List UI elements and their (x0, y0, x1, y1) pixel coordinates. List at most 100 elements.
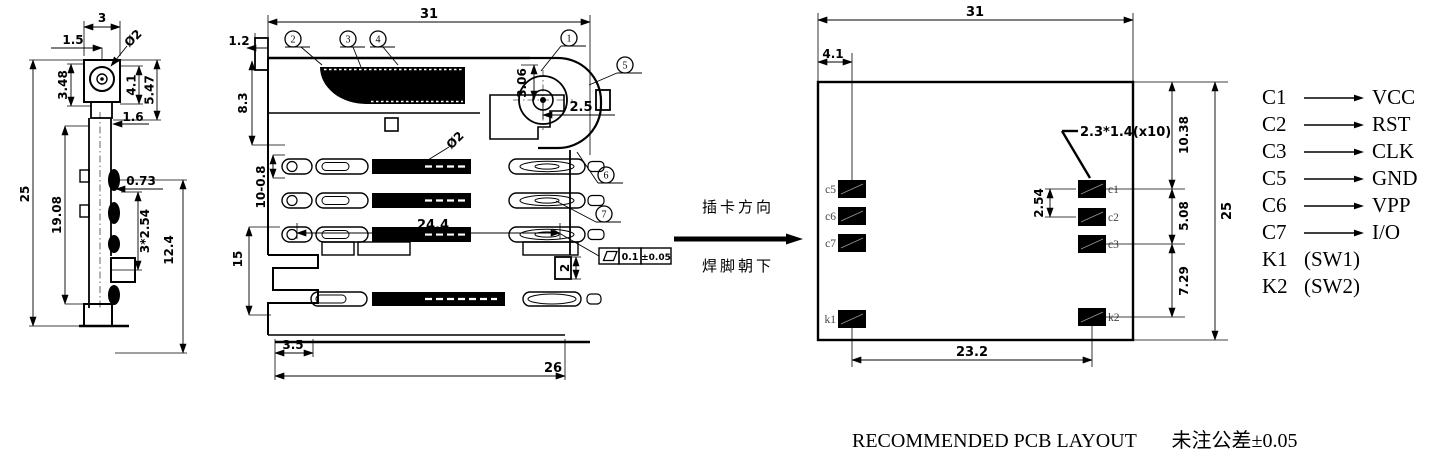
signal-label: VPP (1372, 193, 1411, 217)
signal-label: VCC (1372, 85, 1416, 109)
dim-edge-tab: 1.2 (228, 33, 268, 53)
dim-overall-height: 25 (18, 59, 84, 327)
svg-text:10-0.8: 10-0.8 (254, 166, 268, 209)
footer-tolerance: 未注公差±0.05 (1171, 430, 1298, 452)
dim-right-column: 10.38 5.08 7.29 25 (1106, 81, 1235, 341)
pad-c2: c2 (1078, 208, 1119, 226)
svg-text:k1: k1 (825, 314, 837, 326)
svg-text:k2: k2 (1108, 312, 1120, 324)
svg-text:1.5: 1.5 (62, 33, 83, 47)
arrow-right-icon (1304, 121, 1364, 128)
svg-text:c5: c5 (825, 184, 836, 196)
pin-label: C6 (1262, 193, 1287, 217)
dim-foot-offset: 3.5 (274, 338, 314, 380)
dim-head-depth: 3.48 (56, 63, 91, 107)
pad-c3: c3 (1078, 235, 1119, 253)
dim-pcb-overall-width: 31 (817, 5, 1134, 82)
top-view-geometry (254, 37, 611, 344)
svg-text:10.38: 10.38 (1177, 116, 1191, 154)
signal-label: (SW2) (1304, 274, 1360, 298)
footer-note: RECOMMENDED PCB LAYOUT 未注公差±0.05 (852, 424, 1297, 453)
svg-text:0.1: 0.1 (622, 252, 639, 263)
signal-label: GND (1372, 166, 1418, 190)
svg-text:24.4: 24.4 (417, 218, 449, 233)
dim-lower-height: 15 (231, 226, 280, 316)
svg-text:4.1: 4.1 (125, 74, 139, 95)
svg-text:1.2: 1.2 (228, 34, 249, 48)
balloon-3: 3 (339, 30, 365, 68)
signal-label: CLK (1372, 139, 1414, 163)
pad-c7: c7 (825, 234, 866, 252)
svg-text:15: 15 (231, 251, 245, 268)
card-direction-note: 插卡方向 焊脚朝下 (672, 196, 804, 276)
svg-text:c2: c2 (1108, 212, 1119, 224)
dim-contact-slot: 10-0.8 (254, 154, 285, 209)
dim-post-y: 3.06 (515, 64, 538, 101)
svg-text:2.5: 2.5 (569, 100, 592, 115)
arrow-right-icon (1304, 175, 1364, 182)
side-view: 3 1.5 Ø2 3.48 4.1 5.47 1.6 (18, 11, 187, 354)
direction-arrow-icon (674, 233, 803, 245)
dim-upper-height: 8.3 (236, 60, 285, 146)
pad-c5: c5 (825, 180, 866, 198)
svg-text:2: 2 (558, 264, 572, 272)
contact-row (281, 192, 605, 209)
svg-text:2: 2 (291, 35, 296, 46)
svg-text:c6: c6 (825, 211, 836, 223)
dim-contact-span: 24.4 (296, 218, 561, 239)
svg-text:8.3: 8.3 (236, 92, 250, 113)
pin-label: K2 (1262, 274, 1288, 298)
balloon-4: 4 (369, 30, 399, 66)
pin-row-k1: K1 (SW1) (1262, 246, 1418, 273)
dim-offset: 1.5 (51, 33, 103, 60)
pin-signal-table: C1 VCC C2 RST C3 CLK C5 GND C6 VPP C7 I/… (1262, 84, 1418, 300)
svg-text:31: 31 (966, 5, 984, 20)
svg-text:3.5: 3.5 (282, 338, 303, 352)
dim-tab: 1.6 (112, 110, 149, 128)
svg-text:19.08: 19.08 (50, 196, 64, 234)
svg-text:7: 7 (602, 210, 607, 221)
svg-text:2.3*1.4(x10): 2.3*1.4(x10) (1080, 125, 1171, 140)
balloon-2: 2 (284, 30, 323, 66)
balloon-5: 5 (588, 56, 642, 86)
svg-text:1.6: 1.6 (122, 110, 143, 124)
signal-label: RST (1372, 112, 1411, 136)
dim-contact-width: 0.73 (115, 174, 163, 193)
pin-label: C5 (1262, 166, 1287, 190)
solder-feet-text: 焊脚朝下 (701, 259, 774, 275)
dim-pitch: 3*2.54 (111, 191, 152, 271)
dim-foot-height: 2 (558, 256, 581, 280)
pin-label: C3 (1262, 139, 1287, 163)
dim-row-pitch: 2.54 (1032, 188, 1076, 218)
dim-bottom-width: 26 (274, 339, 566, 380)
svg-text:5.08: 5.08 (1177, 201, 1191, 231)
pcb-layout-view: 31 4.1 c5 c6 c7 k1 c1 (816, 5, 1235, 367)
svg-text:4: 4 (376, 35, 381, 46)
svg-text:c3: c3 (1108, 239, 1119, 251)
svg-text:1: 1 (567, 34, 572, 45)
svg-text:3: 3 (346, 35, 351, 46)
pad-c1: c1 (1078, 180, 1119, 198)
svg-text:25: 25 (1220, 202, 1235, 220)
dim-post-x: 2.5 (542, 100, 615, 119)
svg-text:5.47: 5.47 (143, 75, 157, 105)
pad-size-note: 2.3*1.4(x10) (1060, 125, 1171, 179)
svg-text:3*2.54: 3*2.54 (138, 209, 152, 253)
signal-label: I/O (1372, 220, 1400, 244)
svg-text:5: 5 (623, 61, 628, 72)
pin-label: C2 (1262, 112, 1287, 136)
svg-text:Ø2: Ø2 (122, 27, 145, 50)
svg-text:25: 25 (18, 186, 32, 203)
svg-text:c1: c1 (1108, 184, 1119, 196)
pad-c6: c6 (825, 207, 866, 225)
dim-head-height: 5.47 (113, 59, 161, 121)
pin-row-c5: C5 GND (1262, 165, 1418, 192)
dim-lower-height: 12.4 (113, 179, 187, 354)
pin-row-c3: C3 CLK (1262, 138, 1418, 165)
svg-text:3: 3 (98, 11, 106, 25)
svg-text:7.29: 7.29 (1177, 266, 1191, 296)
pad-k1: k1 (825, 310, 866, 328)
svg-text:26: 26 (544, 361, 562, 376)
dim-pad-offset: 4.1 (817, 47, 853, 185)
balloon-1: 1 (540, 29, 586, 72)
